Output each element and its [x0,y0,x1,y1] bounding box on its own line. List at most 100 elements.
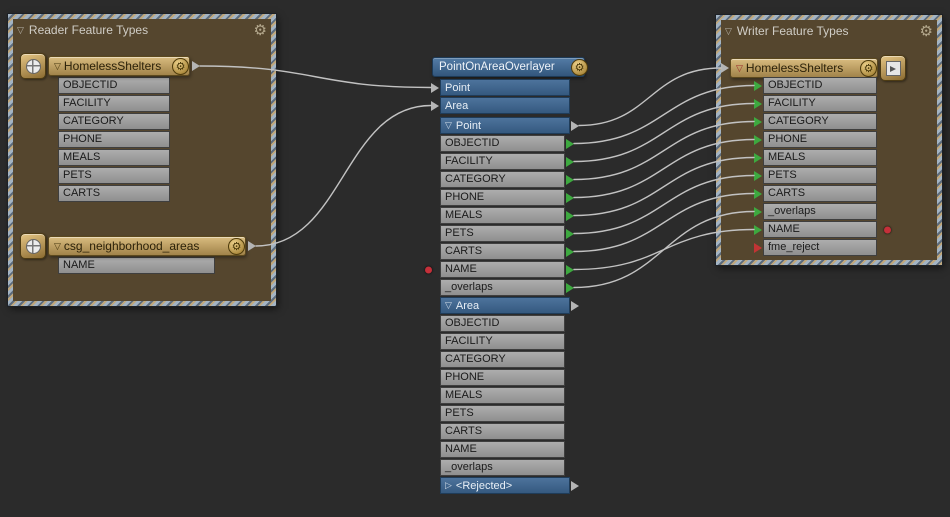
attribute-row[interactable]: PHONE [440,189,565,206]
input-port-arrow[interactable] [431,100,439,111]
attribute-output-arrow[interactable] [566,192,574,203]
input-port-arrow[interactable] [431,82,439,93]
reader-bookmark[interactable]: ▽ Reader Feature Types ⚙ ▽ HomelessShelt… [8,14,276,306]
attribute-row[interactable]: FACILITY [440,153,565,170]
attribute-input-arrow[interactable] [754,134,762,145]
writer-feature-type-icon[interactable] [880,55,906,81]
attribute-row[interactable]: PHONE [58,131,170,148]
attribute-input-arrow[interactable] [754,206,762,217]
attribute-output-arrow[interactable] [566,264,574,275]
attribute-input-arrow[interactable] [754,170,762,181]
attribute-row[interactable]: PETS [58,167,170,184]
attribute-input-arrow[interactable] [754,188,762,199]
node-gear-icon[interactable]: ⚙ [228,237,245,255]
attribute-row[interactable]: CARTS [440,423,565,440]
collapse-icon[interactable]: ▽ [725,25,732,36]
collapse-icon[interactable]: ▽ [54,60,61,71]
input-port-arrow[interactable] [721,63,729,73]
attribute-input-arrow[interactable] [754,152,762,163]
attribute-output-arrow[interactable] [566,246,574,257]
attribute-row[interactable]: PETS [440,405,565,422]
bookmark-gear-icon[interactable]: ⚙ [253,21,267,39]
collapse-icon[interactable]: ▷ [445,480,452,490]
attribute-output-arrow[interactable] [566,174,574,185]
node-gear-icon[interactable]: ⚙ [860,59,877,77]
writer-bookmark[interactable]: ▽ Writer Feature Types ⚙ ▽ HomelessShelt… [716,15,942,265]
output-port[interactable]: ▷<Rejected> [440,477,570,494]
attribute-row[interactable]: NAME [58,257,215,274]
reader-node-header[interactable]: ▽ csg_neighborhood_areas ⚙ [48,236,246,256]
attribute-output-arrow[interactable] [566,228,574,239]
collapse-icon[interactable]: ▽ [54,240,61,251]
attribute-row[interactable]: OBJECTID [440,135,565,152]
attribute-row[interactable]: _overlaps [763,203,877,220]
attribute-output-arrow[interactable] [566,282,574,293]
reader-node-csg-neighborhood-areas[interactable]: ▽ csg_neighborhood_areas ⚙ NAME [20,233,256,274]
writer-bookmark-header[interactable]: ▽ Writer Feature Types ⚙ [725,21,933,41]
attribute-row[interactable]: OBJECTID [763,77,877,94]
attribute-row[interactable]: CARTS [763,185,877,202]
attribute-row[interactable]: CATEGORY [58,113,170,130]
attribute-row[interactable]: MEALS [58,149,170,166]
attribute-row[interactable]: NAME [440,441,565,458]
attribute-row[interactable]: CATEGORY [440,171,565,188]
collapse-icon[interactable]: ▽ [736,62,743,73]
attribute-row[interactable]: fme_reject [763,239,877,256]
output-port-arrow[interactable] [192,61,200,71]
collapse-icon[interactable]: ▽ [445,120,452,130]
attribute-row[interactable]: PHONE [763,131,877,148]
writer-node-header[interactable]: ▽ HomelessShelters ⚙ [730,58,878,78]
attribute-row[interactable]: CATEGORY [763,113,877,130]
attribute-input-arrow[interactable] [754,116,762,127]
reject-input-arrow[interactable] [754,242,762,253]
attribute-row[interactable]: NAME [763,221,877,238]
output-port[interactable]: ▽Point [440,117,570,134]
attribute-row[interactable]: OBJECTID [58,77,170,94]
reader-feature-type-icon[interactable] [20,53,46,79]
output-port[interactable]: ▽Area [440,297,570,314]
attribute-row[interactable]: FACILITY [58,95,170,112]
attribute-row[interactable]: CATEGORY [440,351,565,368]
attribute-row[interactable]: FACILITY [440,333,565,350]
attribute-row[interactable]: MEALS [440,387,565,404]
attribute-row[interactable]: NAME [440,261,565,278]
attribute-row[interactable]: PHONE [440,369,565,386]
attribute-row[interactable]: CARTS [440,243,565,260]
attribute-row[interactable]: _overlaps [440,279,565,296]
output-port-arrow[interactable] [248,241,256,251]
attribute-row[interactable]: MEALS [763,149,877,166]
reader-bookmark-header[interactable]: ▽ Reader Feature Types ⚙ [17,20,267,40]
attribute-row[interactable]: CARTS [58,185,170,202]
attribute-output-arrow[interactable] [566,138,574,149]
collapse-icon[interactable]: ▽ [17,24,24,35]
node-gear-icon[interactable]: ⚙ [571,58,588,76]
output-port-arrow[interactable] [571,480,579,491]
input-port[interactable]: Area [440,97,570,114]
node-gear-icon[interactable]: ⚙ [172,57,189,75]
attribute-row[interactable]: PETS [440,225,565,242]
attribute-output-arrow[interactable] [566,210,574,221]
attribute-row[interactable]: OBJECTID [440,315,565,332]
table-grid-icon [25,238,41,254]
input-port[interactable]: Point [440,79,570,96]
attribute-input-arrow[interactable] [754,98,762,109]
reader-feature-type-icon[interactable] [20,233,46,259]
writer-node-homelessshelters[interactable]: ▽ HomelessShelters ⚙ [721,55,906,81]
output-port-arrow[interactable] [571,300,579,311]
attribute-row[interactable]: PETS [763,167,877,184]
collapse-icon[interactable]: ▽ [445,300,452,310]
attribute-row[interactable]: _overlaps [440,459,565,476]
output-port-arrow[interactable] [571,120,579,131]
attribute-row-wrap: PHONE [440,189,574,206]
transformer-header[interactable]: PointOnAreaOverlayer ⚙ [432,57,588,77]
attribute-output-arrow[interactable] [566,156,574,167]
attribute-row[interactable]: FACILITY [763,95,877,112]
attribute-input-arrow[interactable] [754,80,762,91]
bookmark-gear-icon[interactable]: ⚙ [919,22,933,40]
reader-node-header[interactable]: ▽ HomelessShelters ⚙ [48,56,190,76]
attribute-input-arrow[interactable] [754,224,762,235]
attribute-row[interactable]: MEALS [440,207,565,224]
